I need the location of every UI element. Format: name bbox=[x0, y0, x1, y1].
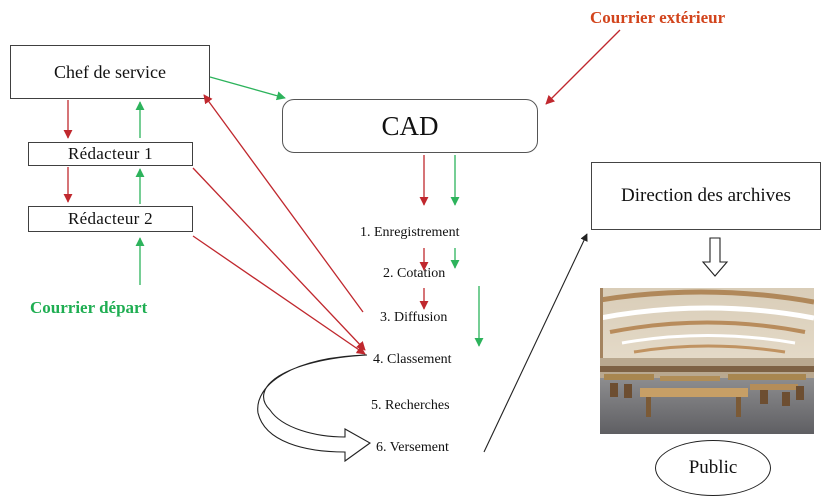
chef-de-service-box: Chef de service bbox=[10, 45, 210, 99]
archive-reading-room-image bbox=[600, 288, 814, 434]
hollow-down-arrow bbox=[701, 237, 729, 277]
arrow-redacteur1-to-classement bbox=[192, 167, 366, 351]
redacteur-1-label: Rédacteur 1 bbox=[68, 144, 153, 163]
step-diffusion: 3. Diffusion bbox=[380, 310, 448, 325]
step-enregistrement: 1. Enregistrement bbox=[360, 225, 460, 240]
step-versement: 6. Versement bbox=[376, 440, 449, 455]
arrow-redacteur2-to-classement bbox=[192, 235, 366, 355]
step-recherches: 5. Recherches bbox=[371, 398, 450, 413]
public-ellipse: Public bbox=[655, 440, 771, 496]
redacteur-2-label: Rédacteur 2 bbox=[68, 209, 153, 228]
arrow-versement-to-direction bbox=[483, 233, 588, 453]
arrow-diffusion-to-chef bbox=[203, 94, 364, 313]
step-cotation: 2. Cotation bbox=[383, 266, 446, 281]
curved-hollow-arrow bbox=[257, 354, 372, 463]
courrier-depart-label: Courrier départ bbox=[30, 298, 148, 317]
direction-des-archives-box: Direction des archives bbox=[591, 162, 821, 230]
public-label: Public bbox=[688, 457, 738, 478]
direction-des-archives-label: Direction des archives bbox=[621, 185, 791, 206]
arrow-chef-to-cad bbox=[209, 76, 286, 101]
cad-box: CAD bbox=[282, 99, 538, 153]
chef-de-service-label: Chef de service bbox=[54, 61, 166, 82]
courrier-exterieur-label: Courrier extérieur bbox=[590, 8, 726, 27]
cad-label: CAD bbox=[381, 110, 439, 141]
arrow-exterieur-to-cad bbox=[545, 29, 621, 105]
redacteur-2-box: Rédacteur 2 bbox=[28, 206, 193, 232]
redacteur-1-box: Rédacteur 1 bbox=[28, 142, 193, 166]
step-classement: 4. Classement bbox=[373, 352, 452, 367]
